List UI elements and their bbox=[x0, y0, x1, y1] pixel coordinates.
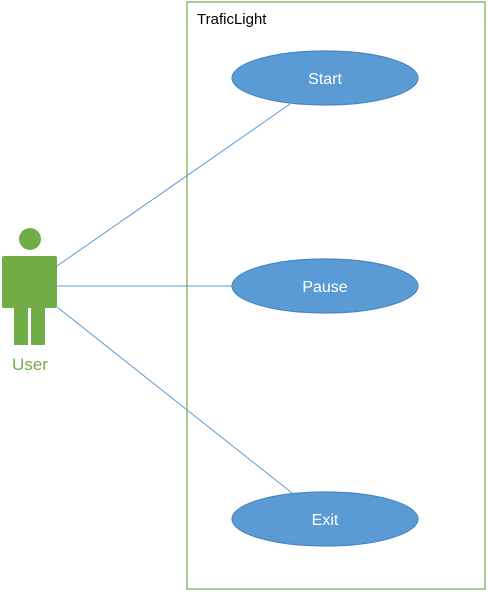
system-boundary-box bbox=[186, 1, 486, 590]
association-exit bbox=[56, 306, 293, 494]
use-case-exit-label: Exit bbox=[312, 512, 339, 529]
association-start bbox=[56, 103, 291, 267]
use-case-start-shape[interactable] bbox=[231, 50, 419, 106]
associations bbox=[56, 103, 293, 494]
use-case-pause-shape[interactable] bbox=[231, 258, 419, 314]
system-title: TraficLight bbox=[197, 11, 267, 28]
actor-user-label: User bbox=[12, 355, 48, 374]
use-case-start-label: Start bbox=[308, 71, 342, 88]
actor-user[interactable]: User bbox=[2, 228, 57, 374]
use-case-start[interactable]: Start bbox=[231, 50, 419, 106]
person-icon[interactable] bbox=[2, 228, 57, 345]
use-case-pause-label: Pause bbox=[302, 279, 347, 296]
use-case-exit-shape[interactable] bbox=[231, 491, 419, 547]
use-case-exit[interactable]: Exit bbox=[231, 491, 419, 547]
system-boundary: TraficLight bbox=[186, 1, 486, 590]
use-case-pause[interactable]: Pause bbox=[231, 258, 419, 314]
